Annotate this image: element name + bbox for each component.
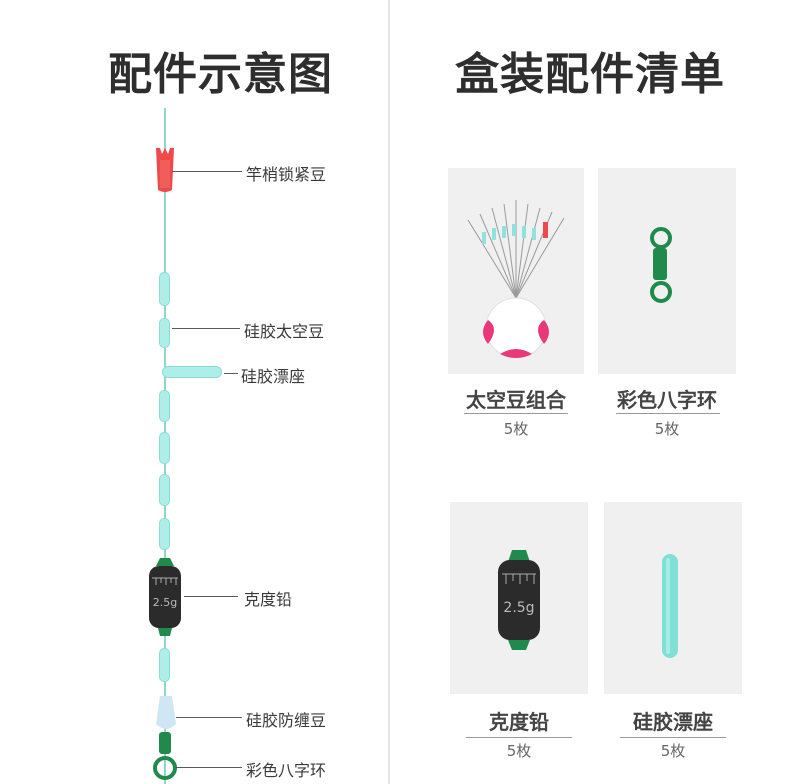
rod-tip-lock-bean-icon	[156, 148, 174, 192]
swivel-icon	[153, 732, 177, 780]
leader-line	[176, 717, 242, 718]
sinker-weight-icon: 2.5g	[149, 558, 181, 636]
item-card-swivel	[598, 168, 736, 374]
item-name: 硅胶漂座	[633, 710, 713, 734]
label-silicone-float-seat: 硅胶漂座	[241, 367, 306, 386]
item-count: 5枚	[654, 420, 680, 438]
center-divider	[388, 0, 390, 784]
silicone-bead	[159, 432, 170, 464]
diagram-title: 配件示意图	[108, 49, 333, 100]
item-card-space-bean-combo	[448, 168, 584, 374]
sinker-mark: 2.5g	[153, 596, 177, 609]
silicone-bead	[159, 518, 170, 550]
leader-line	[172, 328, 240, 329]
silicone-bead	[159, 648, 170, 682]
item-count: 5枚	[503, 420, 529, 438]
leader-line	[176, 767, 242, 768]
float-seat-icon	[662, 554, 678, 658]
sinker-weight-icon: 2.5g	[498, 550, 540, 650]
leader-line	[224, 373, 238, 374]
caption-divider	[464, 413, 568, 414]
silicone-bead	[159, 474, 170, 506]
label-silicone-space-bean: 硅胶太空豆	[244, 322, 325, 341]
item-card-sinker: 2.5g	[450, 502, 588, 694]
anti-tangle-bean-icon	[156, 696, 176, 729]
label-sinker: 克度铅	[244, 590, 293, 609]
label-anti-tangle-bean: 硅胶防缠豆	[246, 711, 327, 730]
caption-divider	[466, 737, 572, 738]
sinker-mark: 2.5g	[503, 600, 534, 616]
label-swivel: 彩色八字环	[246, 761, 327, 780]
caption-divider	[620, 737, 726, 738]
caption-divider	[616, 413, 720, 414]
item-card-float-seat	[604, 502, 742, 694]
item-name: 彩色八字环	[617, 388, 717, 412]
silicone-bead	[159, 390, 170, 422]
space-bean-combo-icon	[467, 200, 565, 359]
label-rod-tip-lock-bean: 竿梢锁紧豆	[246, 165, 327, 184]
box-contents-title: 盒装配件清单	[455, 49, 725, 100]
silicone-float-seat	[162, 366, 222, 378]
silicone-space-bean	[159, 318, 170, 348]
item-count: 5枚	[506, 742, 532, 760]
item-name: 克度铅	[489, 710, 549, 734]
silicone-bead	[159, 272, 170, 306]
leader-line	[172, 171, 242, 172]
swivel-icon	[650, 227, 672, 303]
item-count: 5枚	[660, 742, 686, 760]
item-name: 太空豆组合	[466, 388, 566, 412]
leader-line	[184, 596, 238, 597]
